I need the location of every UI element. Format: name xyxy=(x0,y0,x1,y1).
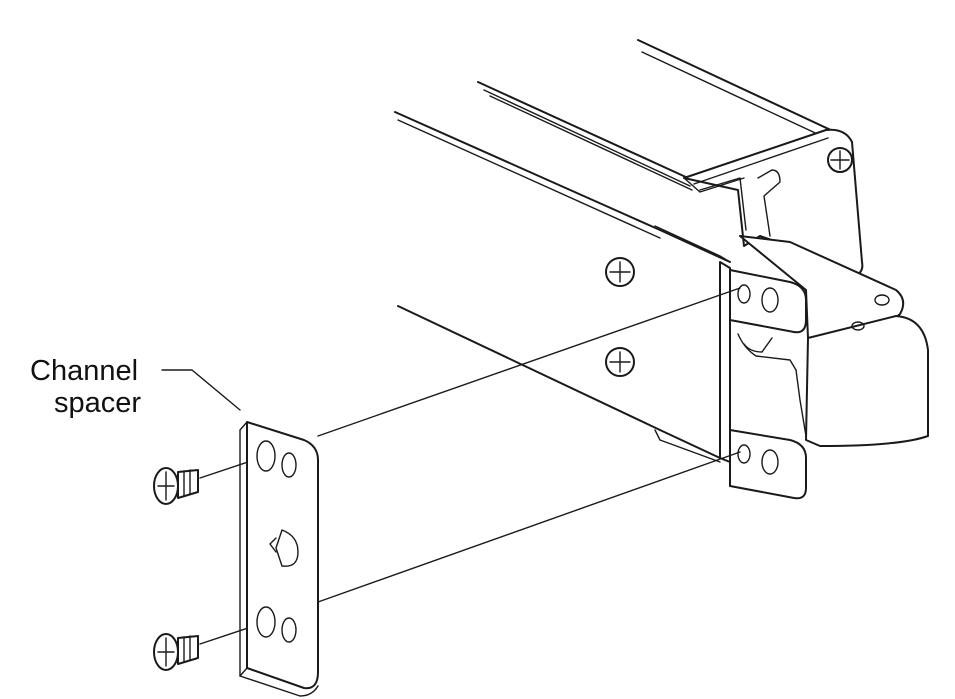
side-channel-body xyxy=(397,225,731,463)
callout-label-line2: spacer xyxy=(54,387,142,419)
body-screw-upper xyxy=(605,257,635,287)
top-plate-screw xyxy=(827,147,853,173)
screw-lower xyxy=(153,633,199,671)
screw-upper xyxy=(153,467,199,505)
top-front-plate xyxy=(683,128,864,291)
right-mount-bracket xyxy=(729,235,929,500)
callout-label-line1: Channel xyxy=(30,355,139,387)
chassis-top-rails xyxy=(394,39,836,239)
bracket-holes xyxy=(737,284,779,475)
callout-leader xyxy=(161,369,241,411)
channel-spacer-plate xyxy=(239,421,319,697)
body-screw-lower xyxy=(605,347,635,377)
